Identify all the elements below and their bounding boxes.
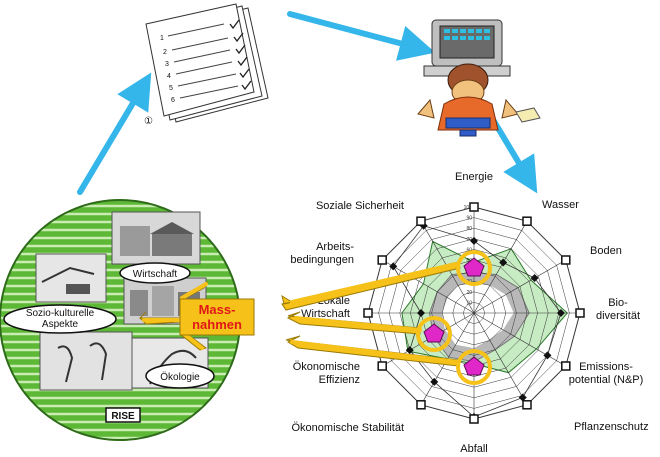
plow-photo bbox=[35, 253, 107, 303]
radar-axis-label: diversität bbox=[596, 310, 640, 322]
radar-axis-label: Ökonomische Stabilität bbox=[292, 422, 405, 434]
radar-white-marker bbox=[377, 255, 387, 265]
radar-axis-label: Emissions- bbox=[579, 361, 633, 373]
radar-axis-label: Boden bbox=[590, 245, 622, 257]
radar-white-marker bbox=[575, 308, 585, 318]
radar-black-marker bbox=[430, 377, 439, 386]
radar-tick-label: 90 bbox=[466, 216, 472, 222]
radar-white-marker bbox=[469, 414, 479, 424]
radar-spoke bbox=[382, 259, 475, 314]
sozio-kulturelle-label: Sozio-kulturelle bbox=[26, 308, 95, 319]
radar-axis-label: Bio- bbox=[608, 297, 628, 309]
radar-white-marker bbox=[469, 202, 479, 212]
checklist-numbers: 1 2 3 4 5 6 bbox=[160, 35, 175, 104]
radar-white-marker bbox=[561, 255, 571, 265]
checklist-lines bbox=[167, 23, 239, 99]
radar-white-marker bbox=[522, 216, 532, 226]
checklist-number: 5 bbox=[169, 85, 173, 92]
radar-axis-label: Abfall bbox=[460, 443, 488, 455]
sustainability-circle: Wirtschaft Sozio-kulturelle Aspekte Ökol… bbox=[0, 199, 241, 441]
radar-tick-label: 50 bbox=[466, 258, 472, 264]
radar-black-marker bbox=[499, 258, 508, 267]
radar-white-marker bbox=[416, 400, 426, 410]
radar-tick-label: 20 bbox=[466, 290, 472, 296]
wirtschaft-label: Wirtschaft bbox=[133, 269, 178, 280]
magenta-markers bbox=[423, 257, 485, 376]
radar-chart: 102030405060708090100EnergieWasserBodenB… bbox=[290, 171, 648, 455]
checklist-number: 4 bbox=[167, 73, 171, 80]
magenta-marker bbox=[423, 323, 445, 343]
aspekte-label: Aspekte bbox=[42, 319, 79, 330]
massnahmen-box: Mass- nahmen bbox=[179, 298, 255, 336]
computer-user-illustration bbox=[417, 19, 541, 137]
radar-axis-label: potential (N&P) bbox=[569, 374, 644, 386]
farm-photo bbox=[111, 211, 201, 265]
rise-label: RISE bbox=[111, 411, 135, 422]
oekologie-label: Ökologie bbox=[160, 371, 200, 383]
magenta-marker bbox=[463, 356, 485, 376]
yellow-arrows bbox=[138, 261, 461, 367]
highlight-circle bbox=[456, 349, 492, 385]
radar-white-marker bbox=[377, 361, 387, 371]
radar-spoke bbox=[473, 221, 528, 314]
radar-axis-label: Energie bbox=[455, 171, 493, 183]
highlight-circle bbox=[416, 316, 452, 352]
magenta-marker bbox=[463, 257, 485, 277]
checklist-number: 2 bbox=[163, 49, 167, 56]
radar-black-marker bbox=[518, 393, 527, 402]
checklist-circle-number: ① bbox=[144, 116, 153, 127]
radar-axis-label: Effizienz bbox=[319, 374, 360, 386]
radar-axis-label: Ökonomische bbox=[293, 361, 360, 373]
radar-tick-label: 80 bbox=[466, 226, 472, 232]
field-workers-photo bbox=[39, 331, 133, 391]
radar-white-marker bbox=[363, 308, 373, 318]
highlight-circle bbox=[456, 250, 492, 286]
arrow-circle-to-checklist bbox=[77, 72, 152, 195]
radar-white-marker bbox=[522, 400, 532, 410]
radar-black-marker bbox=[417, 309, 425, 317]
radar-axis-label: Soziale Sicherheit bbox=[316, 200, 404, 212]
radar-black-marker bbox=[530, 274, 539, 283]
radar-axis-label: Arbeits- bbox=[316, 241, 354, 253]
radar-black-marker bbox=[405, 346, 414, 355]
radar-black-marker bbox=[543, 351, 552, 360]
radar-tick-label: 60 bbox=[466, 247, 472, 253]
radar-spoke bbox=[473, 312, 566, 367]
radar-axis-label: Pflanzenschutz bbox=[574, 421, 649, 433]
checklist-number: 6 bbox=[171, 97, 175, 104]
arrow-checklist-to-computer bbox=[287, 11, 436, 61]
radar-spoke bbox=[473, 312, 528, 405]
radar-axis-label: Wirtschaft bbox=[301, 308, 350, 320]
checklist-checks bbox=[229, 19, 252, 91]
radar-black-marker bbox=[556, 309, 565, 317]
radar-tick-label: 100 bbox=[464, 205, 473, 211]
checklist-papers: 1 2 3 4 5 6 ① bbox=[144, 3, 269, 127]
massnahmen-line1: Mass- bbox=[199, 302, 236, 317]
checklist-number: 1 bbox=[160, 35, 164, 42]
radar-spoke bbox=[473, 259, 566, 314]
highlight-circles bbox=[416, 250, 492, 385]
massnahmen-line2: nahmen bbox=[192, 317, 242, 332]
checklist-number: 3 bbox=[165, 61, 169, 68]
radar-black-marker bbox=[389, 262, 398, 271]
radar-tick-label: 10 bbox=[466, 300, 472, 306]
radar-axis-label: Wasser bbox=[542, 199, 579, 211]
radar-white-marker bbox=[416, 216, 426, 226]
radar-axis-label: bedingungen bbox=[290, 254, 354, 266]
radar-white-marker bbox=[561, 361, 571, 371]
radar-inner-area bbox=[441, 283, 514, 349]
radar-black-marker bbox=[470, 236, 478, 245]
